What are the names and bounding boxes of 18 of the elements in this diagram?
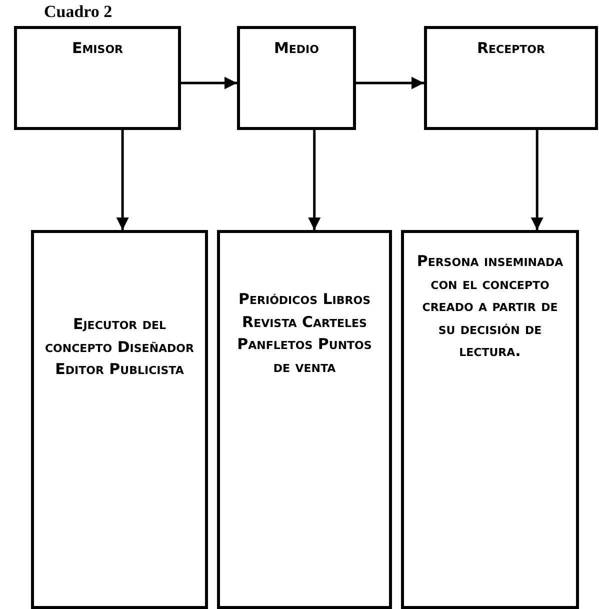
text-box <box>401 230 579 609</box>
arrow <box>181 76 237 90</box>
box-text: Persona inseminada con el concepto creado a partir de su decisión de lectura. <box>416 251 564 362</box>
box-text: Periódicos Libros Revista Carteles Panfletos Puntos de venta <box>236 289 373 378</box>
text-box <box>237 26 356 130</box>
text-box <box>14 26 181 130</box>
text-box <box>31 230 208 609</box>
box-text: Ejecutor del concepto Diseñador Editor Publicista <box>44 314 194 380</box>
box-heading: Receptor <box>476 39 546 57</box>
box-heading: Emisor <box>72 39 124 57</box>
diagram-title: Cuadro 2 <box>44 2 112 22</box>
box-heading: Medio <box>274 39 319 57</box>
text-box <box>217 230 392 609</box>
arrow <box>116 130 129 230</box>
arrow <box>356 76 424 90</box>
arrow <box>308 130 321 230</box>
arrow <box>530 130 544 230</box>
text-box <box>424 26 598 130</box>
